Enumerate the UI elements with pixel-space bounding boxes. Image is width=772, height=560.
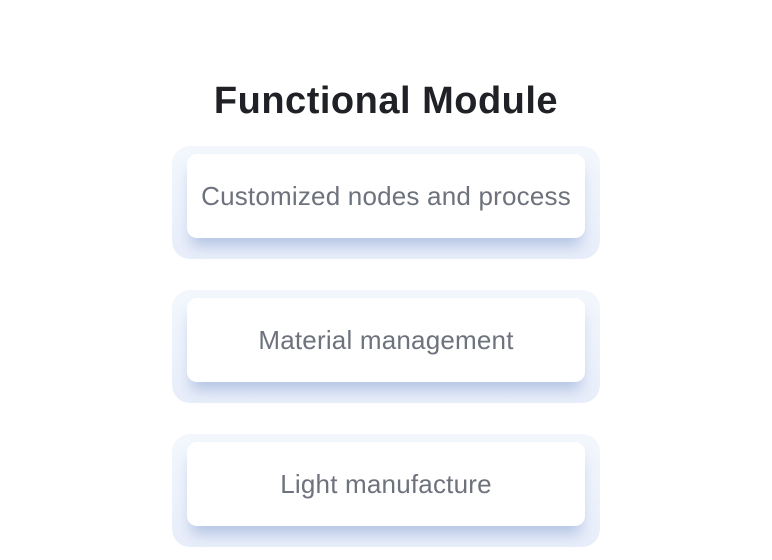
module-card-customized-nodes[interactable]: Customized nodes and process [187, 154, 585, 238]
module-label: Light manufacture [280, 468, 492, 499]
module-label: Material management [258, 324, 514, 355]
page-title: Functional Module [213, 80, 559, 123]
module-halo-customized-nodes: Customized nodes and process [172, 146, 600, 259]
module-card-material-management[interactable]: Material management [187, 298, 585, 382]
module-halo-material-management: Material management [172, 290, 600, 403]
module-label: Customized nodes and process [201, 180, 571, 211]
module-halo-light-manufacture: Light manufacture [172, 434, 600, 547]
module-card-light-manufacture[interactable]: Light manufacture [187, 442, 585, 526]
